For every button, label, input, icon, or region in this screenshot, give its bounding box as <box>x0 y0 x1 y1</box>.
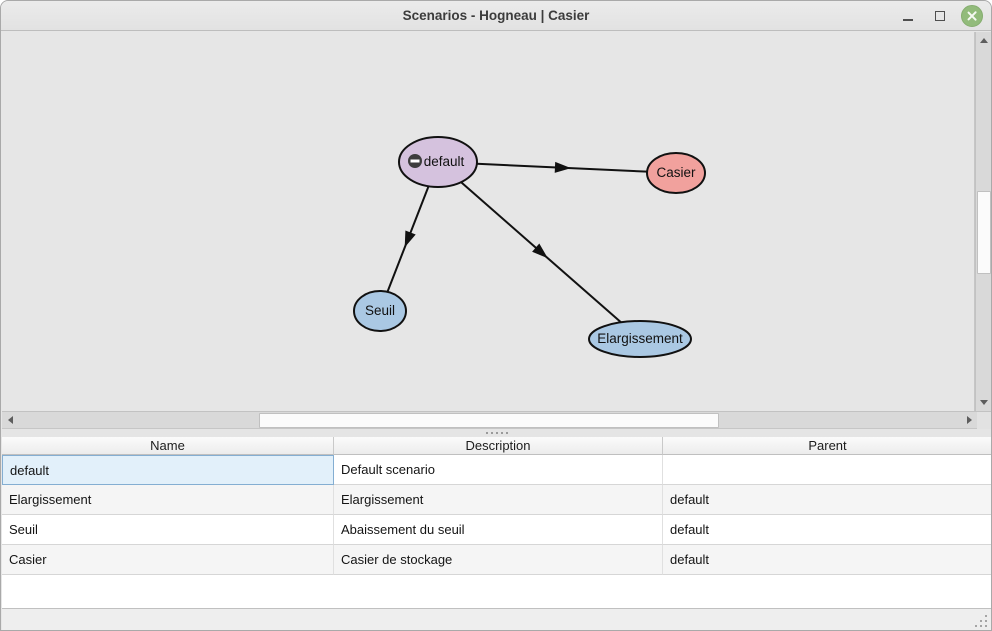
title-bar[interactable]: Scenarios - Hogneau | Casier <box>1 1 991 31</box>
cell-parent[interactable] <box>663 455 991 485</box>
arrowhead-icon <box>532 243 548 259</box>
scroll-up-button[interactable] <box>976 33 991 48</box>
column-header-description[interactable]: Description <box>334 437 663 455</box>
cell-description[interactable]: Casier de stockage <box>334 545 663 575</box>
arrowhead-icon <box>554 161 571 173</box>
horizontal-scrollbar[interactable] <box>2 411 977 429</box>
minus-circle-icon <box>408 154 422 168</box>
splitter-handle-icon <box>496 432 498 434</box>
window-title: Scenarios - Hogneau | Casier <box>402 8 590 23</box>
minimize-button[interactable] <box>897 5 919 27</box>
graph-node-Elargissement[interactable]: Elargissement <box>588 320 692 358</box>
graph-node-Seuil[interactable]: Seuil <box>353 290 407 332</box>
cell-name[interactable]: Seuil <box>2 515 334 545</box>
cell-parent[interactable]: default <box>663 515 991 545</box>
cell-name[interactable]: Casier <box>2 545 334 575</box>
cell-parent[interactable]: default <box>663 485 991 515</box>
close-icon <box>966 10 978 22</box>
arrowhead-icon <box>404 230 416 248</box>
column-header-name[interactable]: Name <box>2 437 334 455</box>
cell-description[interactable]: Abaissement du seuil <box>334 515 663 545</box>
scroll-left-button[interactable] <box>3 412 17 428</box>
scrollbar-corner <box>977 411 991 429</box>
minimize-icon <box>903 19 913 21</box>
cell-parent[interactable]: default <box>663 545 991 575</box>
graph-node-Casier[interactable]: Casier <box>646 152 706 194</box>
down-arrow-icon <box>980 400 988 405</box>
node-label: Seuil <box>365 303 395 318</box>
right-arrow-icon <box>966 416 972 424</box>
maximize-icon <box>935 11 945 21</box>
node-label: default <box>424 154 465 169</box>
maximize-button[interactable] <box>929 5 951 27</box>
column-header-parent[interactable]: Parent <box>663 437 991 455</box>
left-arrow-icon <box>7 416 13 424</box>
status-bar <box>2 609 991 630</box>
up-arrow-icon <box>980 38 988 43</box>
graph-node-default[interactable]: default <box>398 136 478 188</box>
horizontal-scrollbar-thumb[interactable] <box>259 413 719 428</box>
node-label: Elargissement <box>597 331 683 346</box>
node-label: Casier <box>656 165 696 180</box>
vertical-scrollbar[interactable] <box>975 32 991 411</box>
scroll-down-button[interactable] <box>976 395 991 410</box>
scroll-right-button[interactable] <box>962 412 976 428</box>
cell-name[interactable]: Elargissement <box>2 485 334 515</box>
close-button[interactable] <box>961 5 983 27</box>
cell-description[interactable]: Default scenario <box>334 455 663 485</box>
cell-description[interactable]: Elargissement <box>334 485 663 515</box>
vertical-scrollbar-thumb[interactable] <box>977 191 991 274</box>
cell-name[interactable]: default <box>2 455 334 485</box>
pane-splitter[interactable] <box>2 429 991 437</box>
resize-grip-icon[interactable] <box>973 613 987 627</box>
